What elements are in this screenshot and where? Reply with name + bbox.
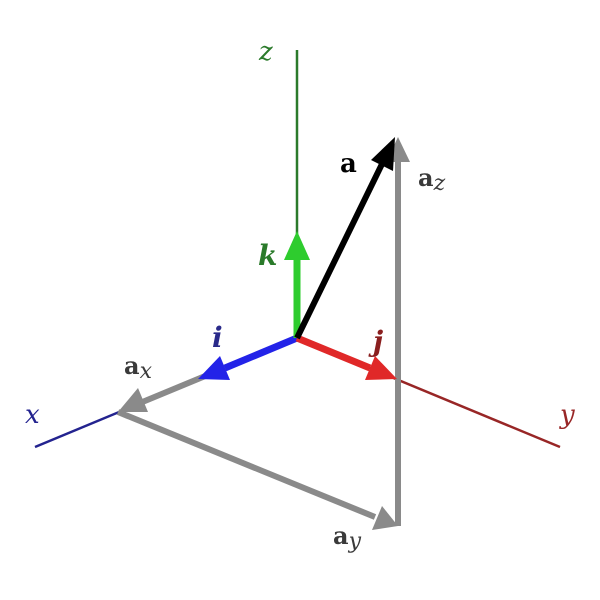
ax-label: ax (124, 351, 153, 384)
ay-label-sub: y (348, 529, 362, 554)
az-label-sub: z (433, 171, 446, 196)
ax-label-sub: x (140, 359, 153, 384)
ay-label: ay (333, 521, 362, 554)
ax-arrowhead (118, 388, 148, 412)
i-arrowhead (198, 356, 230, 380)
a-arrowhead (371, 137, 395, 171)
ax-label-base: a (124, 351, 140, 380)
az-label: az (418, 163, 446, 196)
a-shaft (294, 160, 386, 340)
ay-label-base: a (333, 521, 349, 550)
ay-shaft (116, 409, 377, 520)
ay-arrowhead (372, 506, 398, 530)
az-label-base: a (418, 163, 434, 192)
z-axis-label: z (258, 37, 273, 67)
j-shaft (295, 334, 372, 372)
i-shaft (223, 334, 299, 372)
y-axis-label: y (559, 400, 575, 430)
j-arrowhead (365, 356, 397, 380)
i-label: i (212, 321, 223, 354)
a-label: a (340, 149, 357, 179)
x-axis-label: x (25, 400, 40, 430)
k-arrowhead (284, 231, 310, 260)
j-label: j (368, 325, 383, 358)
k-label: k (258, 239, 277, 272)
